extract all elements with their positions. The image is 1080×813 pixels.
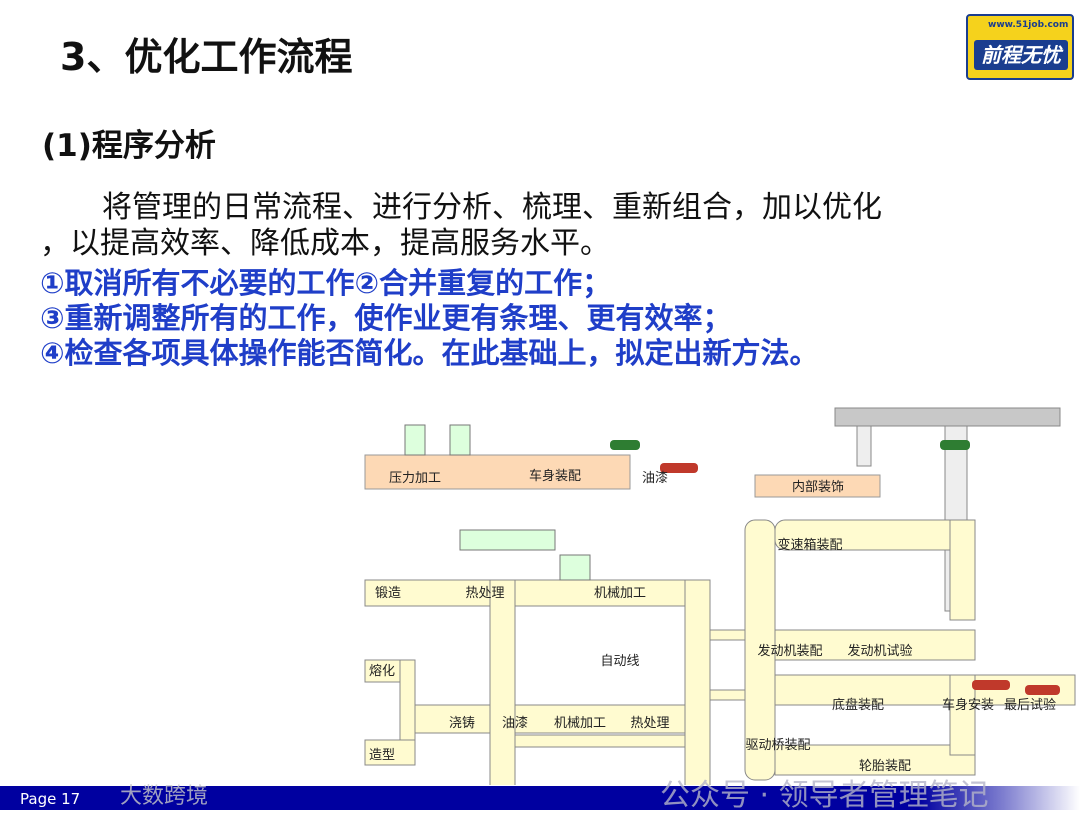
label: 浇铸	[449, 715, 475, 731]
label: 轮胎装配	[859, 759, 911, 774]
label: 底盘装配	[832, 697, 884, 713]
label: 压力加工	[389, 471, 441, 486]
label: 热处理	[465, 586, 504, 601]
point-4: ④检查各项具体操作能否简化。在此基础上，拟定出新方法。	[40, 336, 819, 370]
paragraph-line: 将管理的日常流程、进行分析、梳理、重新组合，加以优化	[102, 190, 882, 225]
point-1-2: ①取消所有不必要的工作②合并重复的工作；	[40, 266, 612, 300]
point-3: ③重新调整所有的工作，使作业更有条理、更有效率；	[40, 301, 732, 335]
label: 车身安装	[942, 697, 994, 713]
label: 锻造	[375, 586, 401, 601]
label: 造型	[369, 748, 395, 763]
label: 熔化	[369, 664, 395, 679]
footer-bar	[0, 786, 1080, 810]
production-flow-diagram: 压力加工 车身装配 油漆 内部装饰 变速箱装配 锻造 热处理 机械加工 熔化 自…	[364, 407, 1076, 785]
label: 最后试验	[1004, 697, 1056, 713]
watermark-left: 大数跨境	[120, 784, 209, 809]
logo-url: www.51job.com	[988, 20, 1069, 30]
label: 油漆	[502, 715, 528, 731]
label: 油漆	[642, 470, 668, 486]
logo-name: 前程无忧	[974, 40, 1068, 70]
label: 机械加工	[594, 586, 646, 601]
intro-paragraph: 将管理的日常流程、进行分析、梳理、重新组合，加以优化 ，以提高效率、降低成本，提…	[40, 190, 1050, 262]
page-title: 3、优化工作流程	[60, 35, 353, 79]
label: 发动机装配	[757, 643, 822, 659]
label: 机械加工	[554, 716, 606, 731]
watermark-right: 公众号 · 领导者管理笔记	[660, 778, 989, 813]
label: 自动线	[600, 654, 639, 669]
label: 内部装饰	[792, 479, 844, 495]
label: 变速箱装配	[777, 537, 842, 553]
label: 驱动桥装配	[745, 738, 810, 753]
section-subtitle: (1)程序分析	[42, 128, 216, 164]
label: 发动机试验	[847, 643, 912, 659]
label: 车身装配	[529, 468, 581, 484]
51job-logo: www.51job.com 前程无忧	[966, 14, 1074, 80]
label: 热处理	[630, 716, 669, 731]
interior-strip	[754, 474, 881, 498]
page-number: Page 17	[20, 790, 81, 808]
paragraph-line: ，以提高效率、降低成本，提高服务水平。	[40, 226, 610, 261]
overhead-conveyor	[834, 407, 1061, 427]
top-strip	[364, 454, 631, 490]
